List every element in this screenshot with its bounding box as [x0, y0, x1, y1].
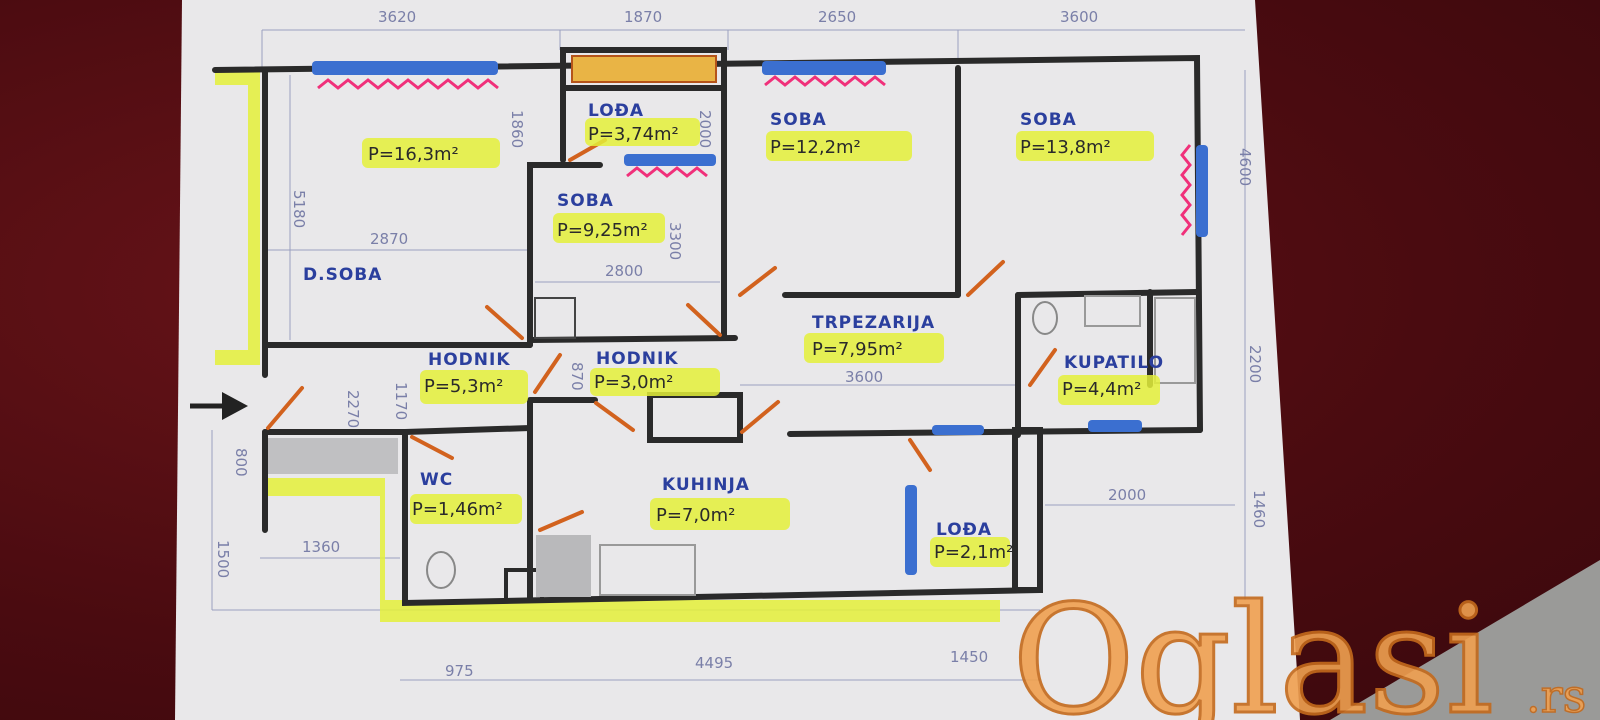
room-name: SOBA	[1020, 110, 1077, 130]
dimension: 1460	[1250, 490, 1268, 528]
room-name: HODNIK	[428, 350, 511, 370]
room-area: P=12,2m²	[770, 137, 861, 158]
dimension: 2650	[818, 8, 856, 26]
room-name: LOĐA	[936, 520, 992, 540]
room-name: SOBA	[770, 110, 827, 130]
area-highlights	[362, 118, 1160, 567]
dimension: 1360	[302, 538, 340, 556]
room-area: P=7,95m²	[812, 339, 903, 360]
door-swings	[266, 138, 1057, 532]
dimension: 870	[568, 362, 586, 391]
dimension: 4495	[695, 654, 733, 672]
paper-sheet	[175, 0, 1300, 720]
dimension: 2270	[344, 390, 362, 428]
room-area: P=5,3m²	[424, 376, 503, 397]
entrance-arrow-icon	[190, 392, 248, 420]
room-area: P=9,25m²	[557, 220, 648, 241]
exterior-hatching	[215, 72, 1000, 622]
dimension: 3300	[666, 222, 684, 260]
room-area: P=3,0m²	[594, 372, 673, 393]
dimension-labels: 3620 1870 2650 3600 975 4495 1450 5180 1…	[214, 8, 1268, 680]
room-area: P=16,3m²	[368, 144, 459, 165]
room-area: P=13,8m²	[1020, 137, 1111, 158]
room-name: SOBA	[557, 191, 614, 211]
room-area: P=3,74m²	[588, 124, 679, 145]
room-name: KUHINJA	[662, 475, 750, 495]
fixtures	[268, 55, 1196, 602]
watermark-brand: Oglasi	[1012, 574, 1493, 720]
radiators	[312, 61, 1208, 575]
dimension: 2000	[1108, 486, 1146, 504]
room-area: P=4,4m²	[1062, 379, 1141, 400]
room-name: LOĐA	[588, 101, 644, 121]
room-name: WC	[420, 470, 453, 490]
room-name: HODNIK	[596, 349, 679, 369]
carpet-corner	[1330, 560, 1600, 720]
dimension: 1450	[950, 648, 988, 666]
dimension: 3600	[845, 368, 883, 386]
oglasi-watermark: Oglasi .rs	[1011, 573, 1587, 720]
room-name: KUPATILO	[1064, 353, 1164, 373]
dimension: 5180	[290, 190, 308, 228]
room-name: TRPEZARIJA	[812, 313, 935, 333]
dimension: 2200	[1246, 345, 1264, 383]
dimension: 1860	[508, 110, 526, 148]
dimension: 2000	[696, 110, 714, 148]
dimension: 2870	[370, 230, 408, 248]
dimension: 1500	[214, 540, 232, 578]
room-area: P=2,1m²	[934, 542, 1013, 563]
dimension: 3600	[1060, 8, 1098, 26]
walls	[212, 47, 1203, 607]
dimension: 1870	[624, 8, 662, 26]
dimension: 2800	[605, 262, 643, 280]
room-area: P=1,46m²	[412, 499, 503, 520]
watermark-tld: .rs	[1526, 669, 1586, 720]
room-area: P=7,0m²	[656, 505, 735, 526]
dimension: 1170	[392, 382, 410, 420]
room-labels: D.SOBA P=16,3m² LOĐA P=3,74m² SOBA P=9,2…	[303, 101, 1164, 563]
room-name: D.SOBA	[303, 265, 382, 285]
dimension: 3620	[378, 8, 416, 26]
dimension: 975	[445, 662, 474, 680]
dimension: 4600	[1236, 148, 1254, 186]
dimension: 800	[232, 448, 250, 477]
